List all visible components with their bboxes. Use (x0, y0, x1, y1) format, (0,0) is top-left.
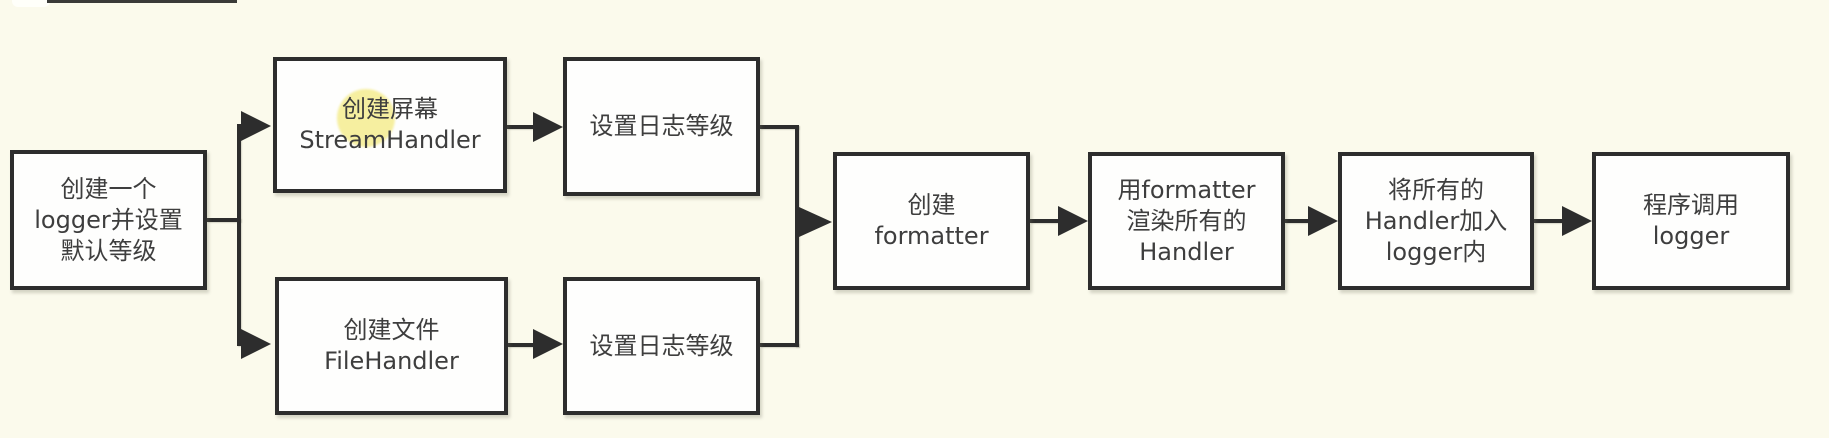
node-label-line: formatter (874, 222, 989, 250)
node-set-log-level-bottom: 设置日志等级 (563, 277, 760, 415)
node-create-filehandler: 创建文件 FileHandler (275, 277, 508, 415)
arrowhead-to-set-level-bottom (533, 329, 563, 359)
arrowhead-to-formatter (799, 207, 832, 237)
arrowhead-to-render-handlers (1058, 206, 1088, 236)
connector-streamhandler-out (507, 125, 535, 129)
top-edge-dark-artifact (47, 0, 237, 3)
node-label-line: 用formatter (1117, 175, 1256, 204)
connector-formatter-out (1030, 219, 1060, 223)
arrowhead-to-set-level-top (533, 112, 563, 142)
node-render-all-handlers: 用formatter 渲染所有的 Handler (1088, 152, 1285, 290)
node-create-logger: 创建一个 logger并设置 默认等级 (10, 150, 207, 290)
node-label-line: 程序调用 (1643, 191, 1739, 219)
yellow-highlight-mark (337, 89, 395, 147)
connector-level-top-out (760, 125, 799, 129)
top-edge-light-artifact (12, 0, 50, 7)
node-label-line: logger (1652, 222, 1730, 250)
node-label-line: 渲染所有的 (1126, 206, 1247, 235)
node-label-line: FileHandler (324, 347, 459, 375)
node-label-line: 创建一个 (60, 174, 157, 203)
node-label-line: logger内 (1385, 237, 1487, 266)
node-label-line: logger并设置 (34, 205, 183, 234)
node-label-line: 设置日志等级 (589, 112, 734, 140)
node-create-streamhandler: 创建屏幕 StreamHandler (273, 57, 507, 193)
arrowhead-to-call-logger (1562, 206, 1592, 236)
connector-add-out (1534, 219, 1564, 223)
node-label-line: 设置日志等级 (589, 331, 734, 360)
connector-logger-out (207, 218, 241, 222)
arrowhead-to-add-handlers (1308, 206, 1338, 236)
connector-render-out (1285, 219, 1310, 223)
node-set-log-level-top: 设置日志等级 (563, 57, 760, 196)
arrowhead-to-streamhandler (241, 111, 271, 141)
node-label-line: 创建文件 (343, 316, 440, 344)
node-label-line: 将所有的 (1388, 175, 1484, 204)
connector-merge-vertical (795, 125, 799, 347)
connector-level-bottom-out (760, 343, 799, 347)
node-program-calls-logger: 程序调用 logger (1592, 152, 1790, 290)
node-label-line: Handler (1139, 237, 1234, 266)
node-label-line: 创建 (907, 191, 956, 219)
node-add-handlers-to-logger: 将所有的 Handler加入 logger内 (1338, 152, 1534, 290)
node-label-line: 创建屏幕 (342, 95, 438, 123)
connector-fork-vertical (237, 124, 241, 346)
connector-filehandler-out (508, 343, 535, 347)
node-label-line: StreamHandler (299, 126, 481, 154)
node-label-line: Handler加入 (1364, 206, 1508, 235)
node-create-formatter: 创建 formatter (833, 152, 1030, 290)
arrowhead-to-filehandler (241, 329, 271, 359)
node-label-line: 默认等级 (60, 236, 157, 265)
